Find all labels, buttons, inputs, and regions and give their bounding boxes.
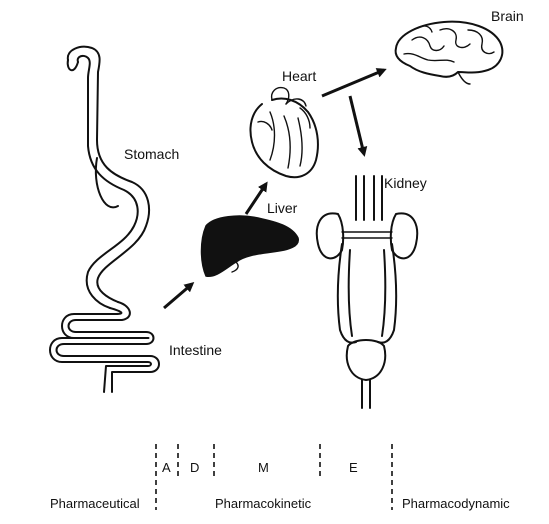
heart-drawing <box>249 86 319 179</box>
stomach-drawing <box>66 45 150 303</box>
brain-drawing <box>394 20 504 85</box>
phase-pharmaceutical: Pharmaceutical <box>50 496 140 511</box>
phase-distribution: D <box>190 460 200 475</box>
phase-absorption: A <box>162 460 171 475</box>
arrow-liver-to-heart <box>244 181 268 215</box>
liver-drawing <box>200 215 299 277</box>
kidney-drawing <box>315 175 419 409</box>
label-stomach: Stomach <box>124 146 180 162</box>
arrow-heart-to-kidney <box>348 95 368 157</box>
intestine-drawing <box>55 301 160 393</box>
arrow-intestine-to-liver <box>163 282 195 310</box>
phase-pharmacokinetic: Pharmacokinetic <box>215 496 312 511</box>
label-kidney: Kidney <box>384 175 427 191</box>
label-intestine: Intestine <box>169 342 222 358</box>
phase-excretion: E <box>349 460 358 475</box>
phase-pharmacodynamic: Pharmacodynamic <box>402 496 510 511</box>
phase-metabolism: M <box>258 460 269 475</box>
arrow-heart-to-brain <box>321 68 387 98</box>
label-brain: Brain <box>491 8 524 24</box>
label-heart: Heart <box>282 68 317 84</box>
digestive-tract-drawing <box>49 45 160 393</box>
label-liver: Liver <box>267 200 298 216</box>
